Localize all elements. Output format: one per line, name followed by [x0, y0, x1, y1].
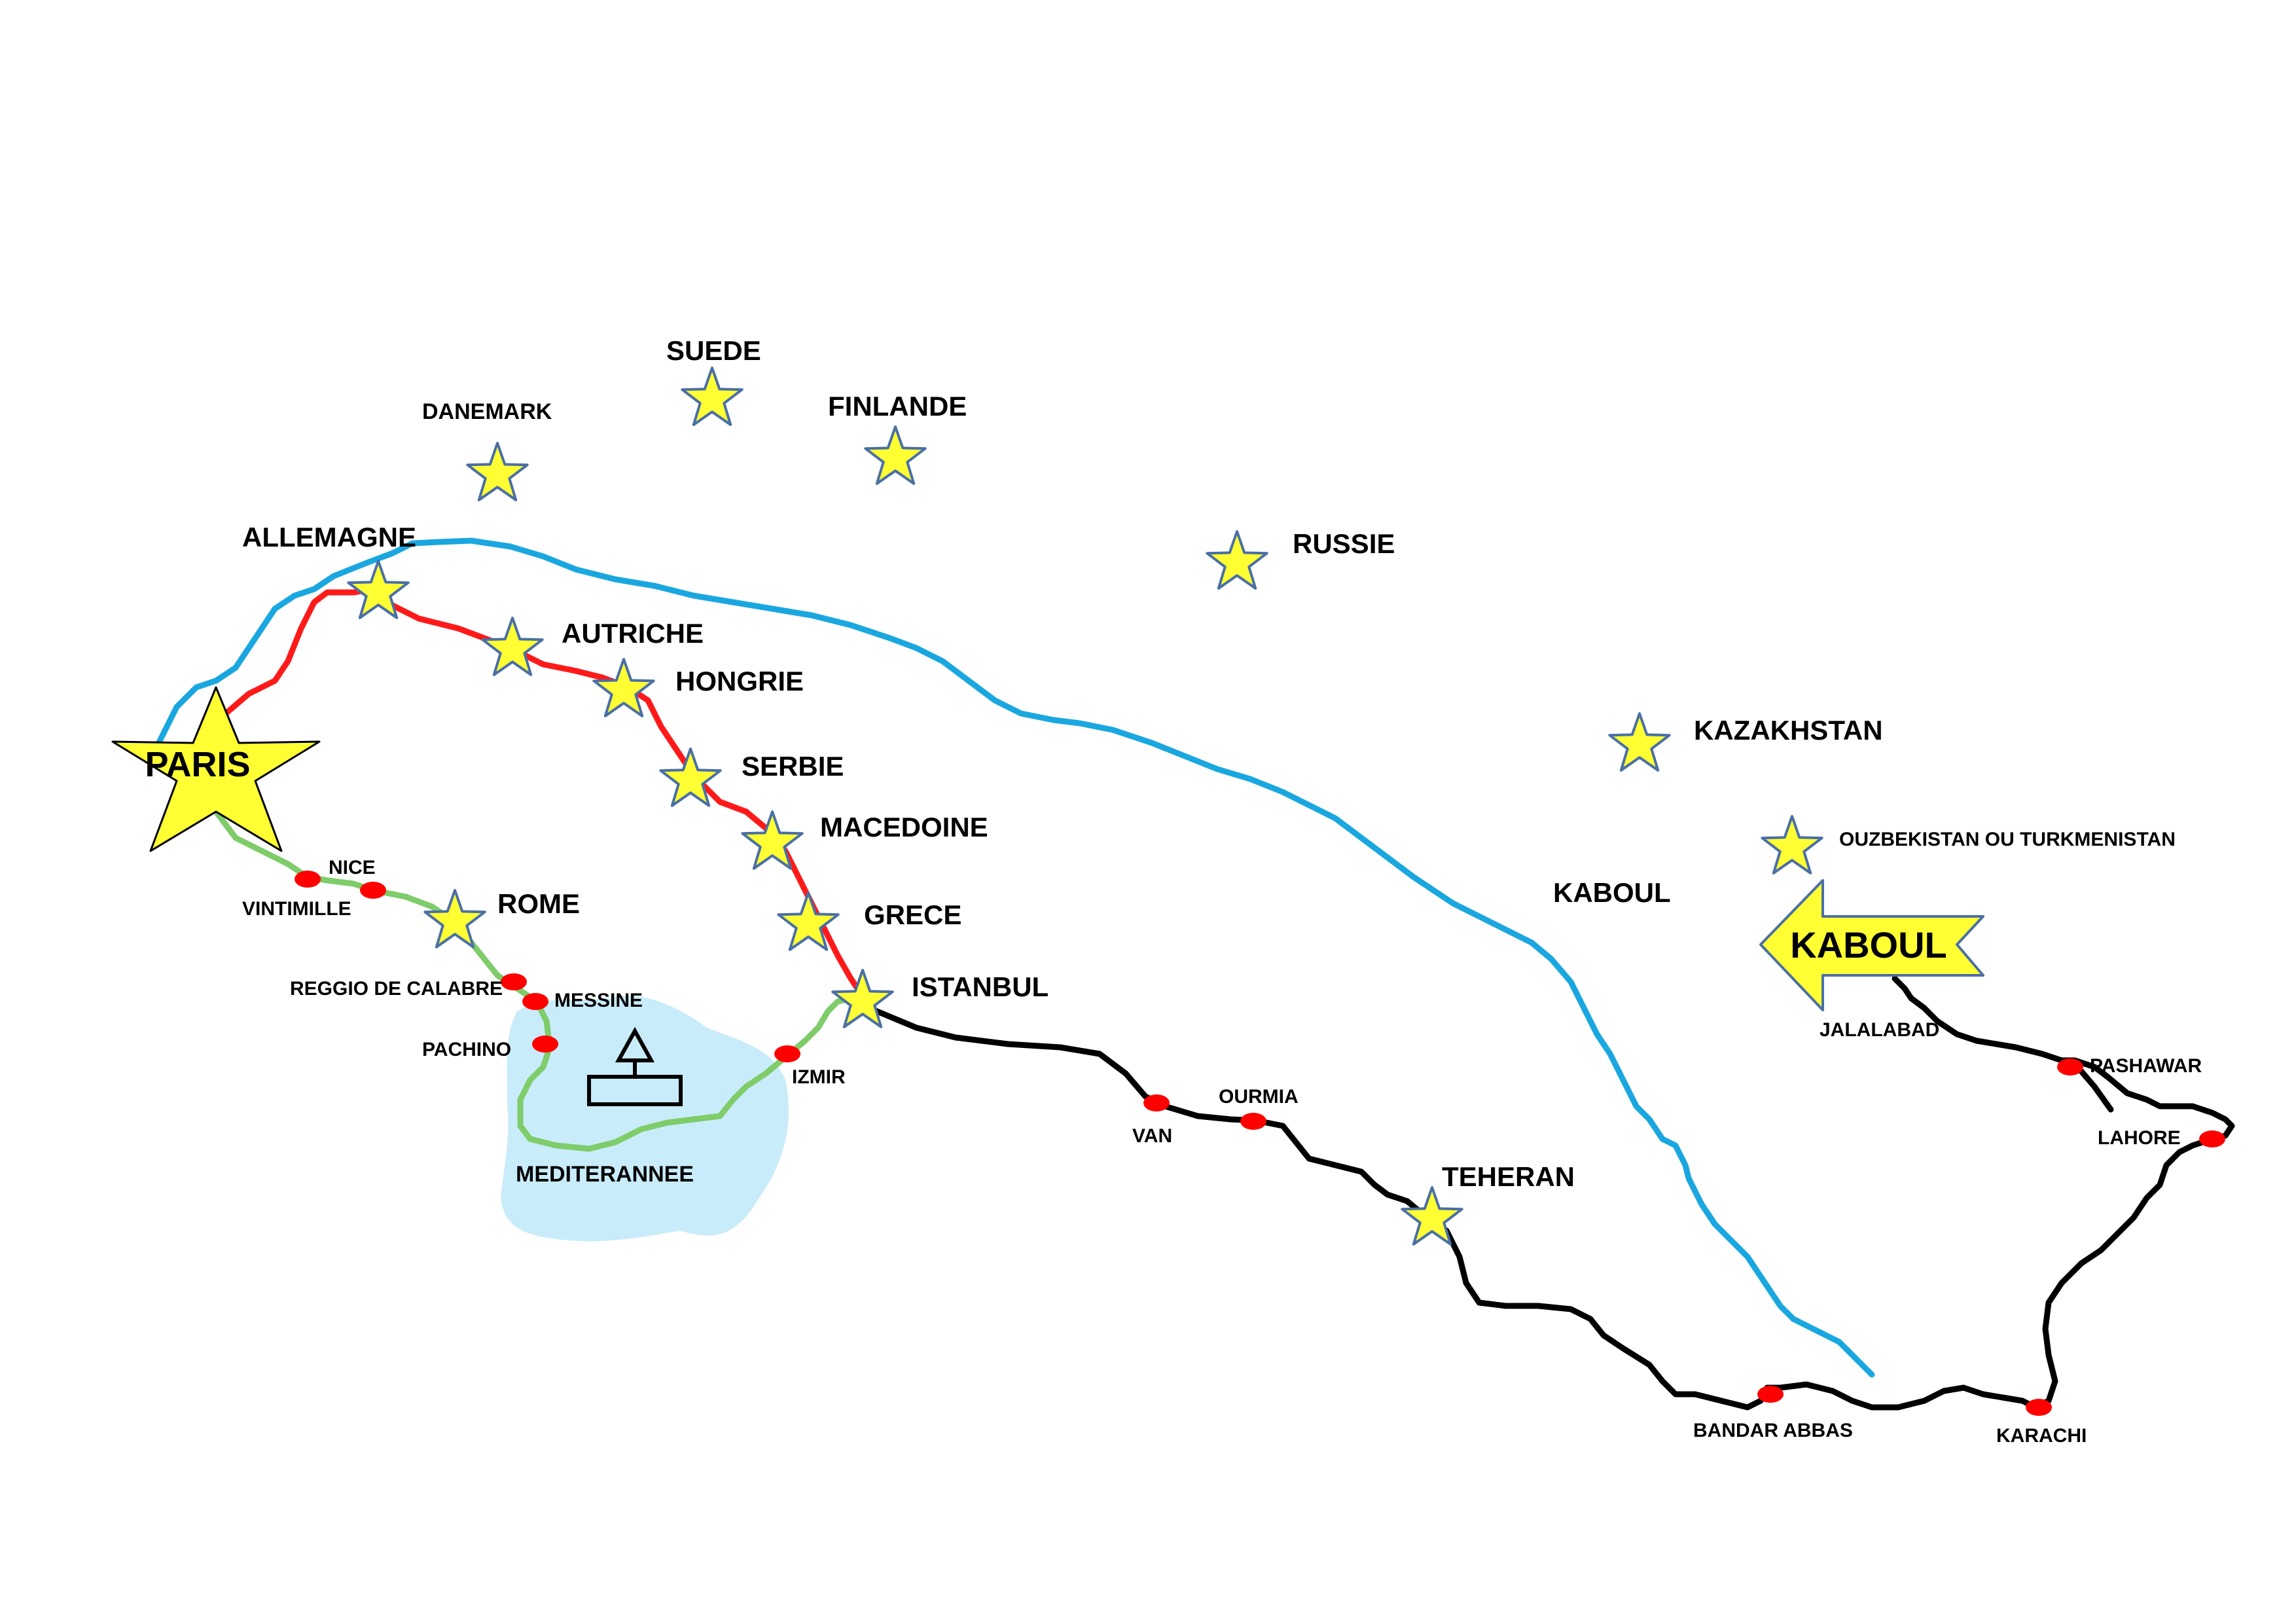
stop-dots	[295, 871, 2225, 1416]
stop-lahore-dot	[2199, 1130, 2225, 1147]
label-messine: MESSINE	[554, 990, 643, 1011]
label-serbie: SERBIE	[742, 751, 844, 782]
label-jalalabad: JALALABAD	[1820, 1019, 1939, 1041]
stop-nice-dot	[360, 882, 386, 899]
star-icon-suede	[681, 367, 744, 426]
stop-pachino-dot	[532, 1036, 558, 1053]
label-hongrie: HONGRIE	[675, 666, 804, 696]
label-allemagne: ALLEMAGNE	[242, 522, 416, 552]
label-nice: NICE	[329, 857, 376, 878]
star-icon-russie	[1206, 530, 1268, 590]
star-icon-autriche	[481, 617, 544, 676]
label-karachi: KARACHI	[1996, 1425, 2087, 1447]
stop-messine-dot	[522, 993, 548, 1010]
star-icon-teheran	[1401, 1186, 1463, 1246]
label-ourmia: OURMIA	[1219, 1086, 1299, 1108]
star-icon-istanbul	[831, 969, 894, 1028]
label-kaboul-text: KABOUL	[1553, 877, 1671, 908]
label-reggio: REGGIO DE CALABRE	[290, 978, 503, 1000]
label-ouzbekistan: OUZBEKISTAN OU TURKMENISTAN	[1839, 829, 2176, 850]
mediterranean-sea	[501, 996, 789, 1242]
star-icon-ouzbekistan	[1761, 815, 1823, 875]
large-star-icon	[111, 686, 321, 852]
star-icon-finlande	[864, 425, 927, 485]
label-bandar-abbas: BANDAR ABBAS	[1693, 1420, 1853, 1441]
star-icon-hongrie	[592, 658, 655, 717]
label-istanbul: ISTANBUL	[912, 971, 1049, 1002]
label-danemark: DANEMARK	[422, 399, 552, 424]
route-blue	[154, 537, 1875, 1378]
label-rome: ROME	[497, 888, 580, 919]
star-icon-rome	[423, 889, 486, 948]
label-pachino: PACHINO	[422, 1039, 511, 1060]
label-grece: GRECE	[864, 899, 961, 930]
label-teheran: TEHERAN	[1442, 1161, 1575, 1192]
ship-icon	[587, 1026, 683, 1106]
destination-label: KABOUL	[1790, 924, 1947, 965]
label-pashawar: PASHAWAR	[2090, 1055, 2202, 1077]
label-russie: RUSSIE	[1293, 528, 1395, 559]
label-macedoine: MACEDOINE	[820, 812, 988, 842]
label-finlande: FINLANDE	[828, 391, 967, 422]
stop-ourmia-dot	[1240, 1113, 1266, 1130]
label-kazakhstan: KAZAKHSTAN	[1694, 715, 1883, 746]
label-lahore: LAHORE	[2098, 1127, 2181, 1149]
star-icon-macedoine	[741, 810, 804, 870]
start-label: PARIS	[145, 745, 250, 784]
label-vintimille: VINTIMILLE	[242, 898, 351, 920]
star-icon-danemark	[466, 442, 529, 501]
label-suede: SUEDE	[666, 335, 761, 366]
stop-pashawar-dot	[2057, 1058, 2083, 1075]
label-van: VAN	[1132, 1125, 1172, 1147]
stop-izmir-dot	[774, 1045, 800, 1062]
label-izmir: IZMIR	[792, 1066, 846, 1088]
arrow-left-icon	[1759, 879, 1984, 1011]
label-autriche: AUTRICHE	[562, 618, 704, 649]
stop-vintimille-dot	[295, 871, 321, 888]
stop-karachi-dot	[2026, 1399, 2052, 1416]
label-mediterranean: MEDITERANNEE	[516, 1162, 694, 1187]
stop-reggio-dot	[501, 973, 527, 990]
stop-van-dot	[1143, 1094, 1170, 1111]
stop-bandar-abbas-dot	[1757, 1386, 1784, 1403]
route-black	[848, 975, 2235, 1411]
route-green	[213, 808, 854, 1152]
route-red	[216, 586, 867, 1001]
star-icon-kazakhstan	[1608, 712, 1671, 772]
